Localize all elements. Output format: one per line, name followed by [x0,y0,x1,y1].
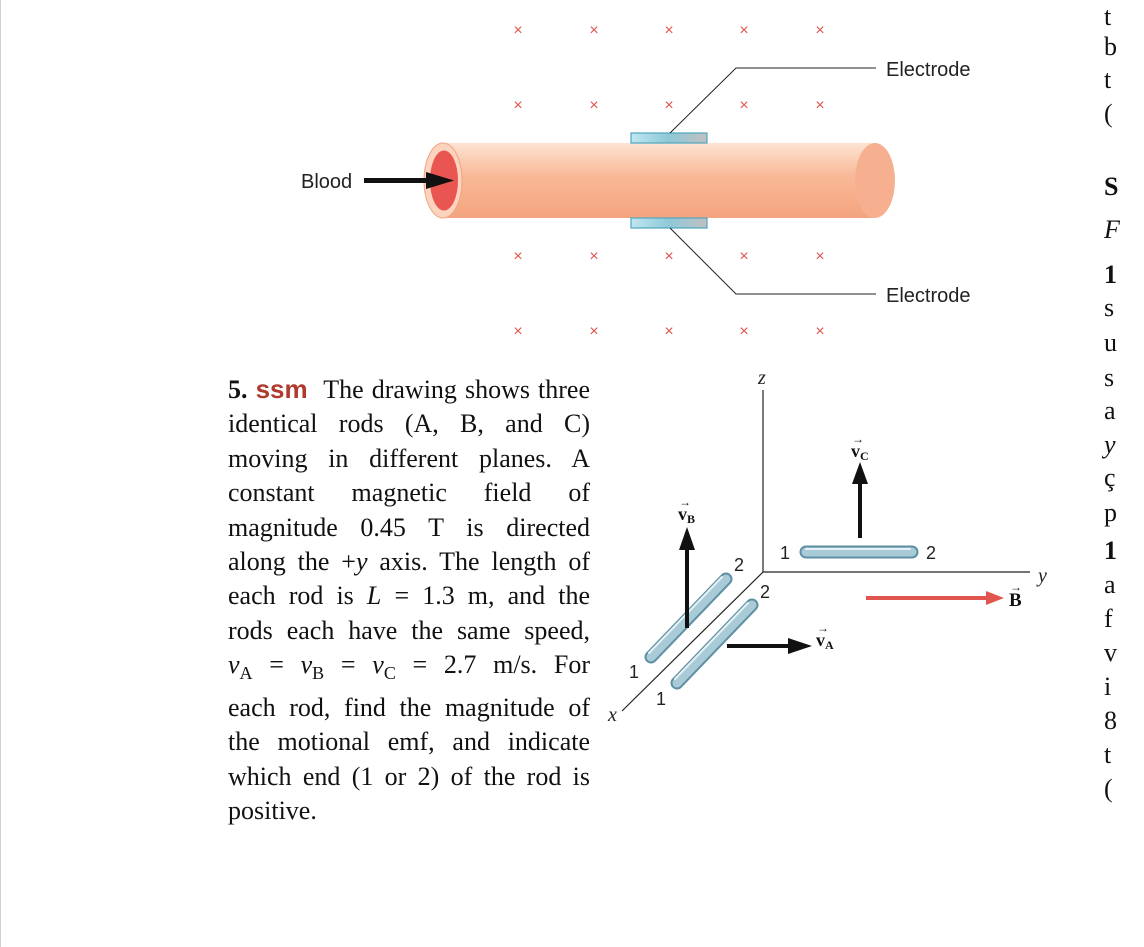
vc-label: vC [851,441,869,463]
field-mark-15: × [513,248,522,265]
b-field-label: B [1009,590,1022,611]
problem-number: 5. [228,375,248,404]
rod-b-outline [644,572,733,664]
vc-arrow-head [852,462,868,484]
electrode-top [630,132,708,144]
field-mark-18: × [739,248,748,265]
x-axis-label: x [607,704,617,726]
right-column-glyph: s [1104,363,1115,392]
problem-line-5: magnitude 0.45 T is directed [228,512,590,542]
rod-a-end1: 1 [656,689,666,709]
electrode-bottom-label: Electrode [886,285,971,307]
field-mark-19: × [815,248,824,265]
y-axis-label: y [1036,565,1047,587]
right-column-glyph: ( [1104,774,1113,803]
field-mark-21: × [589,323,598,340]
field-mark-22: × [664,323,673,340]
right-column-glyph: b [1104,32,1117,61]
right-column-glyph: a [1104,396,1116,425]
rod-b-end2: 2 [734,555,744,575]
right-column-glyph: u [1104,328,1117,357]
problem-line-3: moving in different planes. A [228,443,590,473]
b-field-arrow-head [986,591,1004,605]
va-vector-mark: → [817,621,829,635]
field-mark-4: × [815,22,824,39]
right-column-glyph: ç [1104,463,1116,492]
problem-line-13: positive. [228,796,317,826]
right-column-glyph: 8 [1104,706,1117,735]
problem-line-8: rods each have the same speed, [228,615,590,645]
rod-a-outline [670,598,759,690]
problem-line-12: which end (1 or 2) of the rod is [228,761,590,791]
right-column-glyph: 1 [1104,536,1117,565]
field-mark-2: × [664,22,673,39]
z-axis-label: z [757,367,766,389]
blood-flow-arrow-head [426,172,454,189]
field-mark-0: × [513,22,522,39]
vb-arrow-head [679,527,695,550]
ssm-tag: ssm [255,374,308,404]
va-label: vA [816,630,834,652]
rod-a-highlight [674,602,749,680]
right-column-glyph: s [1104,293,1115,322]
field-mark-20: × [513,323,522,340]
right-column-glyph: v [1104,638,1117,667]
field-mark-24: × [815,323,824,340]
right-column-glyph: S [1104,172,1119,201]
rod-b-highlight [648,576,723,654]
problem-line-1: 5. ssm The drawing shows three [228,374,591,404]
right-column-glyph: 1 [1104,260,1117,289]
vc-vector-mark: → [852,432,864,446]
field-mark-17: × [664,248,673,265]
electrode-top-label: Electrode [886,59,971,81]
rod-b-end1: 1 [629,662,639,682]
field-mark-3: × [739,22,748,39]
right-column-glyph: p [1104,498,1117,527]
blood-flow-figure: ××××××××××××××××××××××××× Electrode Elec… [301,22,971,340]
field-mark-8: × [739,97,748,114]
blood-vessel-end [855,143,895,218]
right-column-glyph: F [1104,215,1120,244]
field-mark-9: × [815,97,824,114]
right-column-glyph: a [1104,570,1116,599]
right-column-glyph: ( [1104,99,1113,128]
problem-line-11: the motional emf, and indicate [228,727,590,757]
field-mark-23: × [739,323,748,340]
problem-line-10: each rod, find the magnitude of [228,692,590,722]
electrode-bottom [630,217,708,229]
page-left-border [0,0,1,947]
right-column-glyph: f [1104,604,1113,633]
problem-line-2: identical rods (A, B, and C) [228,409,590,439]
blood-label: Blood [301,171,352,193]
rod-a [672,600,757,688]
rod-c-end2: 2 [926,543,936,563]
blood-vessel-body [443,143,875,218]
right-column-glyph: y [1104,430,1116,459]
rod-c-end1: 1 [780,543,790,563]
vb-label: vB [678,504,695,526]
problem-line-4: constant magnetic field of [228,478,590,508]
problem-5: 5. ssm The drawing shows three identical… [228,372,590,828]
va-arrow-head [788,638,812,654]
electrode-bottom-leader [669,227,876,295]
right-column-glyph: t [1104,2,1112,31]
problem-line-9: vA = vB = vC = 2.7 m/s. For [228,650,590,684]
problem-line-6: along the +y axis. The length of [228,547,590,577]
right-column-glyph: i [1104,672,1112,701]
field-mark-16: × [589,248,598,265]
electrode-top-leader [669,67,876,134]
b-field-vector-mark: → [1010,580,1022,594]
right-column-glyph: t [1104,65,1112,94]
field-mark-6: × [589,97,598,114]
rod-a-end2: 2 [760,582,770,602]
vb-vector-mark: → [679,495,691,509]
right-column-glyph: t [1104,740,1112,769]
rod-b [646,574,731,662]
field-mark-1: × [589,22,598,39]
field-mark-7: × [664,97,673,114]
field-mark-5: × [513,97,522,114]
x-axis [621,571,764,712]
problem-line-7: each rod is L = 1.3 m, and the [228,581,590,611]
